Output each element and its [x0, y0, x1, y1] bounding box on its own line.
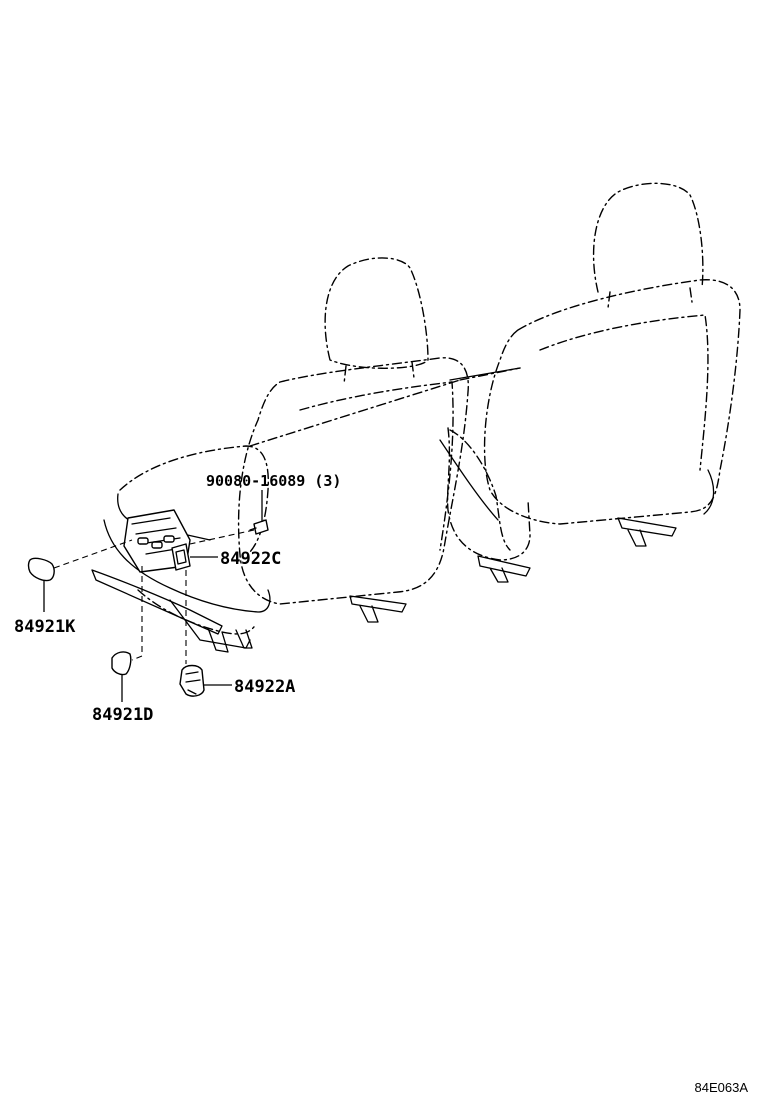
- callout-screw-number: 90080-16089: [206, 472, 305, 490]
- front-seat-rail-front: [91, 569, 223, 635]
- knob-d-relation-line: [131, 566, 143, 661]
- rear-seat-illustration: [439, 182, 741, 583]
- switch-detail: [131, 517, 183, 555]
- front-seat-headrest-stem: [343, 361, 415, 385]
- switch-knob-slot-3: [163, 535, 175, 543]
- callout-screw: 90080-16089 (3): [206, 472, 341, 490]
- callout-switch-a: 84922A: [234, 677, 295, 697]
- knob-k-relation-line: [53, 539, 133, 569]
- rear-seat-rail-front: [477, 555, 531, 583]
- front-seat-rail-slide: [169, 599, 251, 649]
- front-seat-illustration: [91, 257, 521, 653]
- front-seat-side-cover: [103, 519, 271, 613]
- power-seat-switch-assembly: [53, 509, 269, 664]
- switch-84922a-detail: [185, 671, 201, 695]
- rear-seat-frame-line: [439, 367, 521, 521]
- front-seat-rail-rear: [349, 595, 407, 623]
- switch-knob-slot-1: [137, 537, 149, 545]
- rear-seat-back-inner: [539, 314, 709, 471]
- callout-knob-k: 84921K: [14, 617, 76, 637]
- front-seat-rail-foot: [207, 627, 253, 653]
- callout-screw-qty: (3): [314, 472, 341, 490]
- rear-seat-back: [483, 279, 741, 525]
- rear-seat-cushion: [446, 427, 531, 561]
- switch-knob-slot-2: [151, 541, 163, 549]
- front-seat-side-lower: [137, 589, 257, 635]
- rear-seat-headrest: [592, 182, 704, 293]
- screw-90080-16089: [253, 519, 269, 535]
- switch-84922c-detail: [175, 549, 187, 565]
- rear-seat-headrest-stem: [607, 287, 693, 309]
- front-seat-back-inner: [299, 381, 454, 551]
- screw-relation-line: [189, 529, 255, 545]
- illustration-code: 84E063A: [695, 1080, 749, 1095]
- front-seat-back: [237, 357, 469, 605]
- knob-84921d: [111, 651, 132, 676]
- rear-seat-rail: [617, 517, 677, 547]
- callout-switch-c: 84922C: [220, 549, 281, 569]
- callout-knob-d: 84921D: [92, 705, 153, 725]
- rear-seat-leg: [703, 469, 715, 515]
- screw-shaft: [249, 527, 257, 531]
- front-seat-cushion-top: [119, 445, 269, 553]
- front-seat-headrest: [324, 257, 429, 369]
- knob-84921k: [27, 557, 55, 582]
- floor-line: [249, 367, 521, 447]
- rear-seat-side-bolster: [449, 429, 511, 551]
- switch-84922c: [171, 543, 191, 571]
